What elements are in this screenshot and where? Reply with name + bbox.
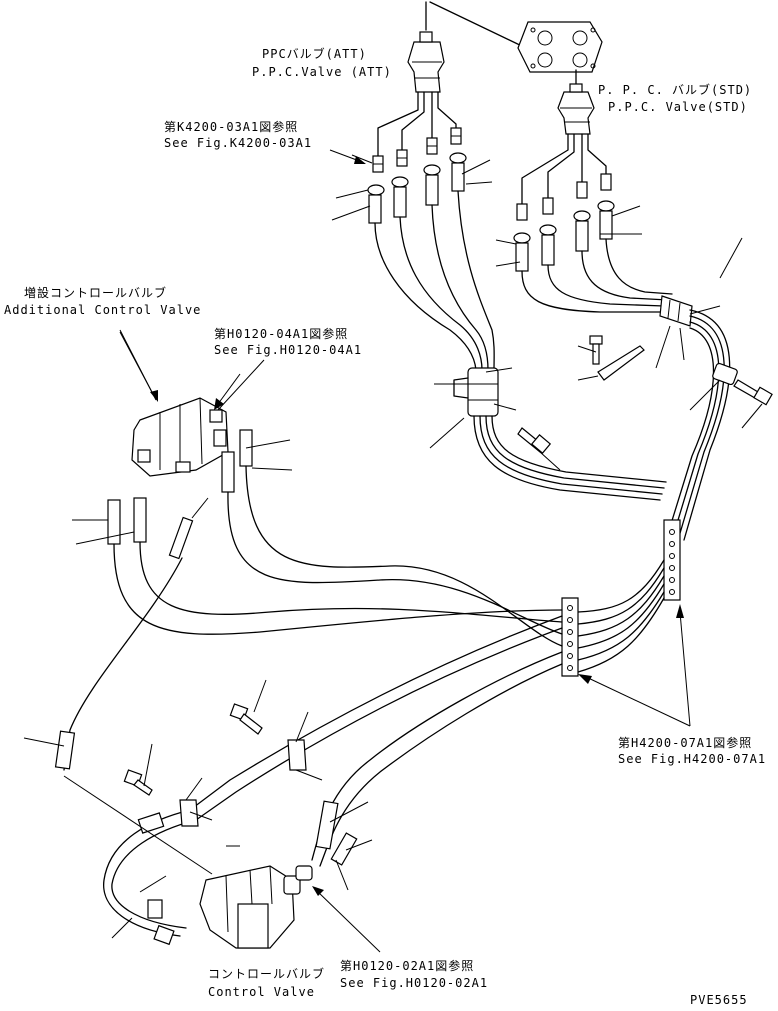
ref-h0120-04-label-en: See Fig.H0120-04A1 [214, 343, 363, 357]
ppc-valve-std-label-jp: P. P. C. バルブ(STD) [598, 83, 753, 97]
ppc-valve-att [407, 1, 552, 93]
callout-leaders [23, 154, 763, 939]
ref-h0120-02-label-jp: 第H0120-02A1図参照 [340, 959, 475, 973]
bracket-bolt [589, 335, 645, 381]
return-line [54, 557, 183, 771]
ref-h4200-label-en: See Fig.H4200-07A1 [618, 752, 767, 766]
hose-clamp-right [659, 295, 693, 327]
hose-clamp-center [453, 367, 499, 417]
std-hose-bundle [521, 238, 673, 313]
att-pilot-lines [377, 91, 457, 159]
control-valve-right-fittings [295, 800, 358, 881]
reference-arrows [119, 149, 691, 953]
connector-plate-right [663, 519, 681, 601]
ref-h0120-04-label-jp: 第H0120-04A1図参照 [214, 327, 349, 341]
additional-valve-lines [113, 465, 563, 647]
ppc-valve-std [557, 69, 595, 135]
adapter-fittings-std [516, 173, 612, 221]
adapter-fittings-att [372, 127, 462, 173]
clamp-bolts-lower [123, 703, 263, 796]
lines-to-control-valve [189, 615, 563, 867]
ref-k4200-label-jp: 第K4200-03A1図参照 [164, 120, 299, 134]
lower-bundle-center [473, 415, 667, 501]
additional-valve-fittings [107, 429, 253, 560]
hose-clamp-right-2 [712, 362, 773, 406]
control-valve [199, 865, 301, 949]
plate-to-plate-bundle [577, 559, 665, 673]
bolt-center-clamp [517, 427, 552, 454]
additional-valve-label-en: Additional Control Valve [4, 303, 202, 317]
att-hose-bundle [374, 190, 495, 371]
control-valve-label-jp: コントロールバルブ [208, 967, 326, 981]
lower-left-hose [103, 809, 197, 946]
pipe-clamps [179, 739, 307, 827]
ppc-valve-att-label-en: P.P.C.Valve (ATT) [252, 65, 392, 79]
ref-h4200-label-jp: 第H4200-07A1図参照 [618, 736, 753, 750]
ppc-valve-att-label-jp: PPCバルブ(ATT) [262, 47, 367, 61]
control-valve-label-en: Control Valve [208, 985, 315, 999]
std-pilot-lines [521, 133, 607, 207]
ref-k4200-label-en: See Fig.K4200-03A1 [164, 136, 313, 150]
ppc-valve-std-label-en: P.P.C. Valve(STD) [608, 100, 748, 114]
connector-plate-center [561, 597, 579, 677]
flange-plate [517, 21, 603, 73]
hose-ends-std [513, 200, 615, 272]
additional-valve-label-jp: 増設コントロールバルブ [24, 286, 168, 300]
right-bundle [665, 309, 731, 541]
additional-control-valve [131, 397, 229, 477]
ref-h0120-02-label-en: See Fig.H0120-02A1 [340, 976, 489, 990]
drawing-code: PVE5655 [690, 993, 748, 1007]
